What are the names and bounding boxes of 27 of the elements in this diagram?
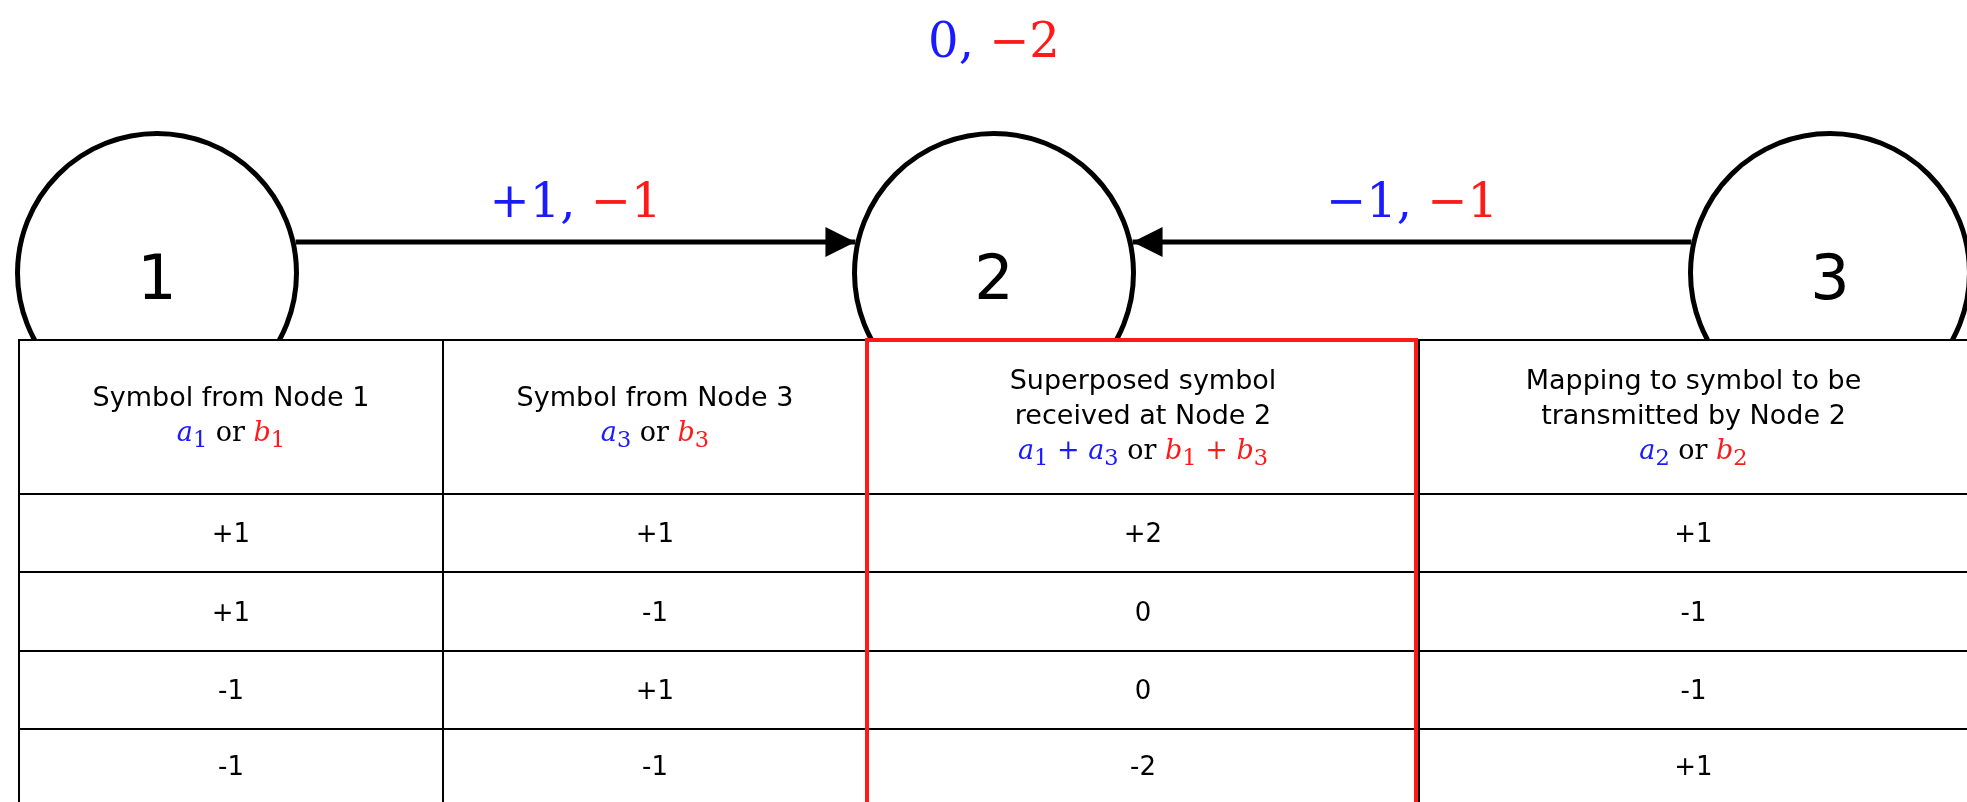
table-cell: +1 bbox=[443, 651, 867, 729]
table-cell: -1 bbox=[19, 729, 443, 802]
formula: a$_{1}$ + a$_{3}$ or b$_{1}$ + b$_{3}$ bbox=[1016, 432, 1269, 473]
table-cell: +2 bbox=[867, 494, 1419, 572]
column-header: Symbol from Node 3 bbox=[515, 380, 795, 415]
node-number: 2 bbox=[974, 247, 1014, 309]
table-cell: -1 bbox=[1419, 572, 1967, 651]
table-cell: -1 bbox=[19, 651, 443, 729]
table-cell: +1 bbox=[1419, 729, 1967, 802]
column-header: Symbol from Node 1 bbox=[91, 380, 371, 415]
node-number: 3 bbox=[1810, 247, 1850, 309]
table-cell: 0 bbox=[867, 651, 1419, 729]
formula: a$_{1}$ or b$_{1}$ bbox=[175, 415, 287, 455]
formula: a$_{2}$ or b$_{2}$ bbox=[1638, 432, 1749, 473]
node-number: 1 bbox=[137, 247, 177, 309]
table-cell: +1 bbox=[19, 494, 443, 572]
table-cell: +1 bbox=[443, 494, 867, 572]
table-cell: -2 bbox=[867, 729, 1419, 802]
arrow bbox=[1132, 227, 1692, 257]
table-cell: +1 bbox=[1419, 494, 1967, 572]
arrow bbox=[295, 227, 856, 257]
table-cell: -1 bbox=[443, 572, 867, 651]
formula: a$_{3}$ or b$_{3}$ bbox=[599, 415, 711, 455]
table-cell: +1 bbox=[19, 572, 443, 651]
table-cell: 0 bbox=[867, 572, 1419, 651]
table-cell: -1 bbox=[443, 729, 867, 802]
table-cell: -1 bbox=[1419, 651, 1967, 729]
